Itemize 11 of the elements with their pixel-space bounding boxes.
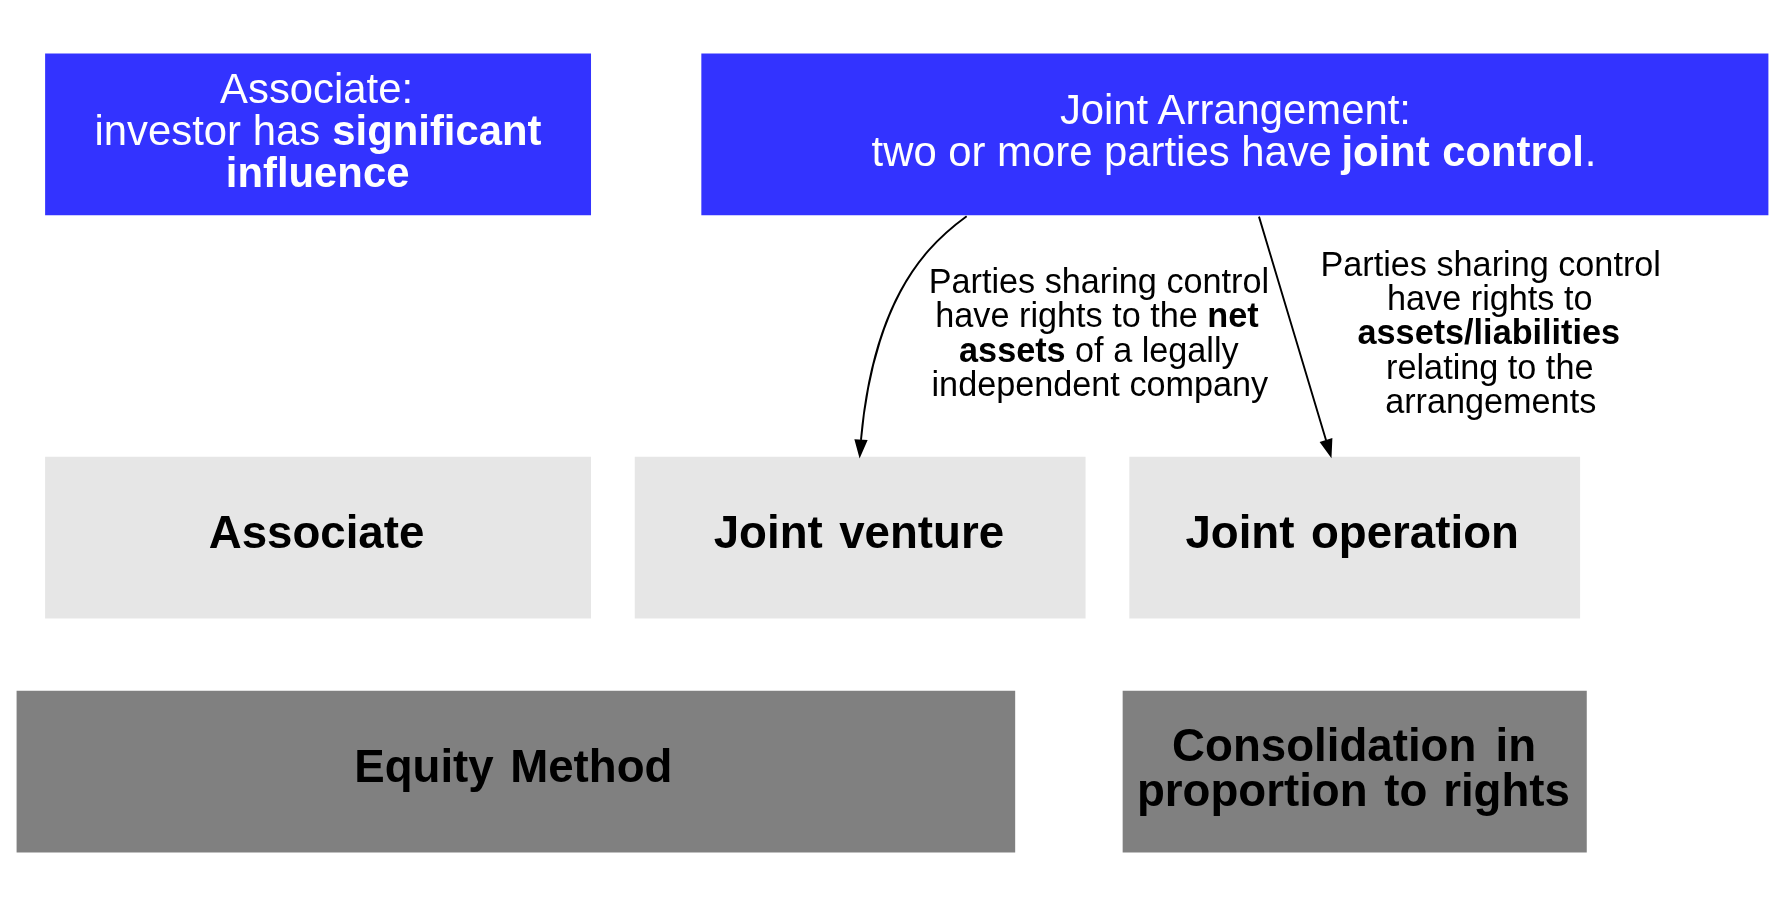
node-box: Joint Arrangement: two or more parties have joint control. bbox=[699, 51, 1771, 218]
node-box: Associate bbox=[43, 454, 593, 621]
node-box: Consolidation in proportion to rights bbox=[1120, 688, 1589, 855]
edge-label: Parties sharing control have rights to the net assets of a legally independent company bbox=[928, 262, 1270, 403]
node-box: Associate: investor has significant influence bbox=[43, 51, 593, 218]
node-box: Joint venture bbox=[632, 454, 1088, 621]
arrow bbox=[854, 215, 968, 459]
arrow bbox=[1258, 215, 1333, 459]
node-box: Equity Method bbox=[14, 688, 1018, 855]
node-box: Joint operation bbox=[1127, 454, 1582, 621]
edge-label: Parties sharing control have rights to assets/liabilities relating to the arrangements bbox=[1320, 244, 1661, 420]
